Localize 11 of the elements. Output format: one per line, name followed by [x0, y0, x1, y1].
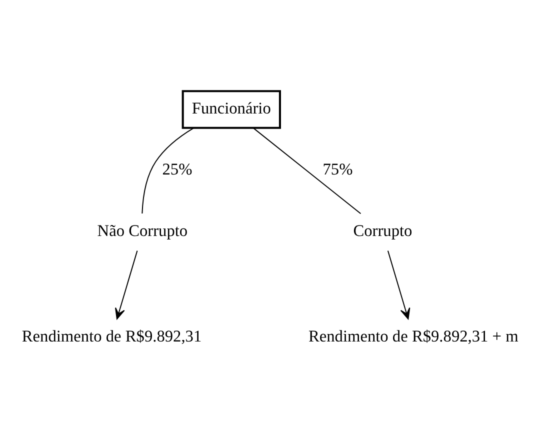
- node-text: Não Corrupto: [97, 220, 188, 240]
- edge-label: 25%: [162, 159, 192, 178]
- node-text: Corrupto: [353, 220, 412, 240]
- node-text: Rendimento de R$9.892,31: [22, 326, 202, 345]
- connector: [253, 127, 362, 214]
- connector: [142, 126, 194, 214]
- arrow: [115, 250, 138, 319]
- node-box: Funcionário: [182, 90, 281, 128]
- edge-label: 75%: [322, 159, 353, 178]
- node-text: Rendimento de R$9.892,31 + m: [308, 326, 518, 345]
- arrow: [387, 250, 410, 319]
